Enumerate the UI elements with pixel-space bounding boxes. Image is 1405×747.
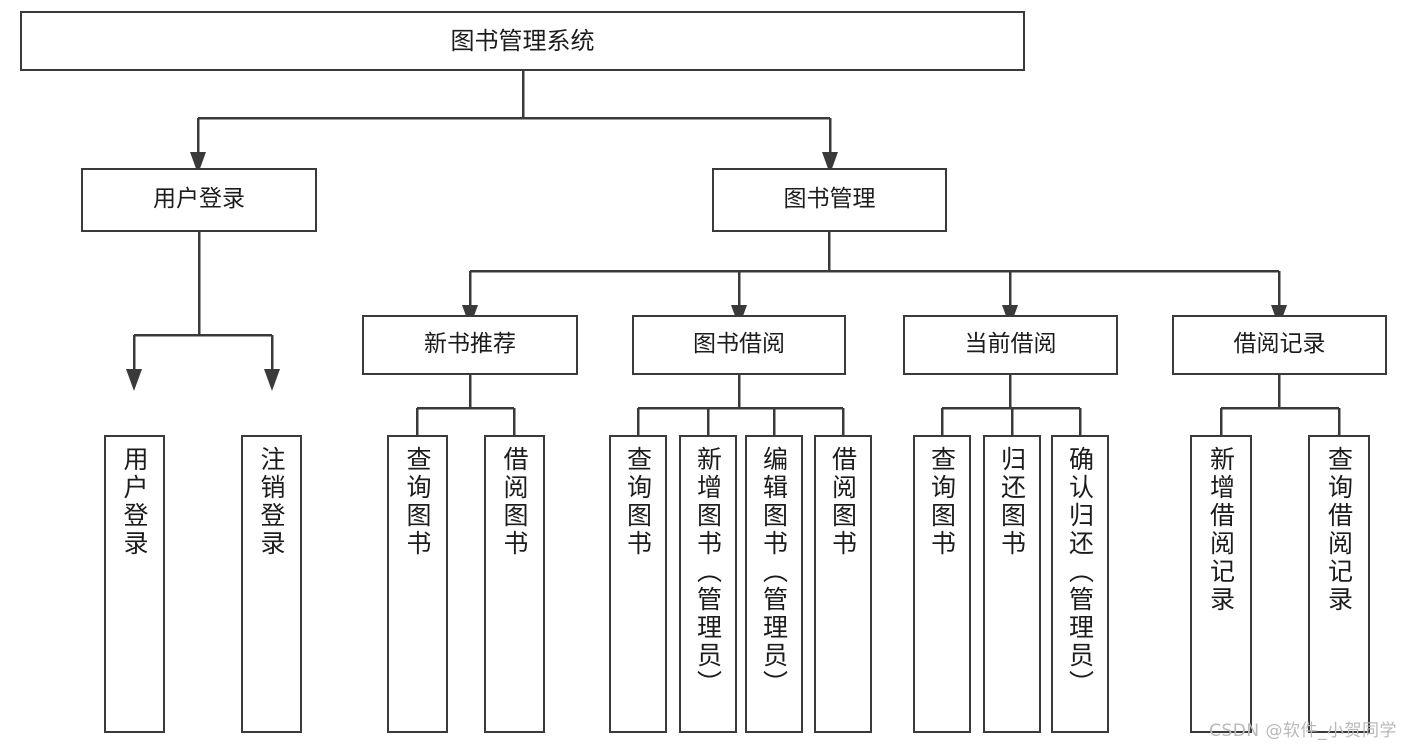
leaf-add-book-admin-label: 新增图书（管理员）	[693, 446, 723, 698]
leaf-add-borrow-record-label: 新增借阅记录	[1206, 446, 1236, 614]
node-borrow-record-label: 借阅记录	[1233, 331, 1326, 358]
leaf-query-borrow-record[interactable]: 查询借阅记录	[1308, 435, 1370, 733]
leaf-query-book-3-label: 查询图书	[927, 446, 957, 558]
node-user-login-label: 用户登录	[153, 186, 245, 213]
leaf-borrow-book-2-label: 借阅图书	[828, 446, 858, 558]
leaf-query-book-2[interactable]: 查询图书	[609, 435, 667, 733]
leaf-edit-book-admin-label: 编辑图书（管理员）	[759, 446, 789, 698]
node-new-book-recommend-label: 新书推荐	[424, 331, 516, 358]
node-root-label: 图书管理系统	[450, 26, 595, 55]
node-current-borrow[interactable]: 当前借阅	[903, 315, 1118, 375]
node-book-borrow[interactable]: 图书借阅	[632, 315, 846, 375]
node-book-manage-label: 图书管理	[783, 186, 876, 213]
leaf-return-book-label: 归还图书	[997, 446, 1027, 558]
leaf-query-book-3[interactable]: 查询图书	[913, 435, 971, 733]
leaf-user-logout[interactable]: 注销登录	[241, 435, 302, 733]
node-user-login[interactable]: 用户登录	[81, 168, 317, 232]
leaf-add-book-admin[interactable]: 新增图书（管理员）	[679, 435, 737, 733]
leaf-query-borrow-record-label: 查询借阅记录	[1324, 446, 1354, 614]
leaf-user-login-label: 用户登录	[120, 446, 149, 558]
node-borrow-record[interactable]: 借阅记录	[1172, 315, 1387, 375]
leaf-edit-book-admin[interactable]: 编辑图书（管理员）	[745, 435, 803, 733]
leaf-return-book[interactable]: 归还图书	[983, 435, 1041, 733]
leaf-confirm-return-admin[interactable]: 确认归还（管理员）	[1051, 435, 1109, 733]
node-current-borrow-label: 当前借阅	[964, 331, 1057, 358]
leaf-borrow-book-2[interactable]: 借阅图书	[814, 435, 872, 733]
leaf-query-book-2-label: 查询图书	[623, 446, 653, 558]
csdn-watermark: CSDN @软件_小贺同学	[1209, 721, 1397, 741]
leaf-user-logout-label: 注销登录	[257, 446, 286, 558]
leaf-add-borrow-record[interactable]: 新增借阅记录	[1190, 435, 1252, 733]
leaf-confirm-return-admin-label: 确认归还（管理员）	[1065, 446, 1095, 698]
node-book-borrow-label: 图书借阅	[693, 331, 785, 358]
leaf-query-book-1-label: 查询图书	[403, 446, 432, 558]
leaf-query-book-1[interactable]: 查询图书	[387, 435, 448, 733]
node-root[interactable]: 图书管理系统	[20, 11, 1025, 71]
node-book-manage[interactable]: 图书管理	[712, 168, 947, 232]
leaf-borrow-book-1[interactable]: 借阅图书	[484, 435, 545, 733]
leaf-borrow-book-1-label: 借阅图书	[500, 446, 529, 558]
node-new-book-recommend[interactable]: 新书推荐	[362, 315, 578, 375]
leaf-user-login[interactable]: 用户登录	[104, 435, 165, 733]
